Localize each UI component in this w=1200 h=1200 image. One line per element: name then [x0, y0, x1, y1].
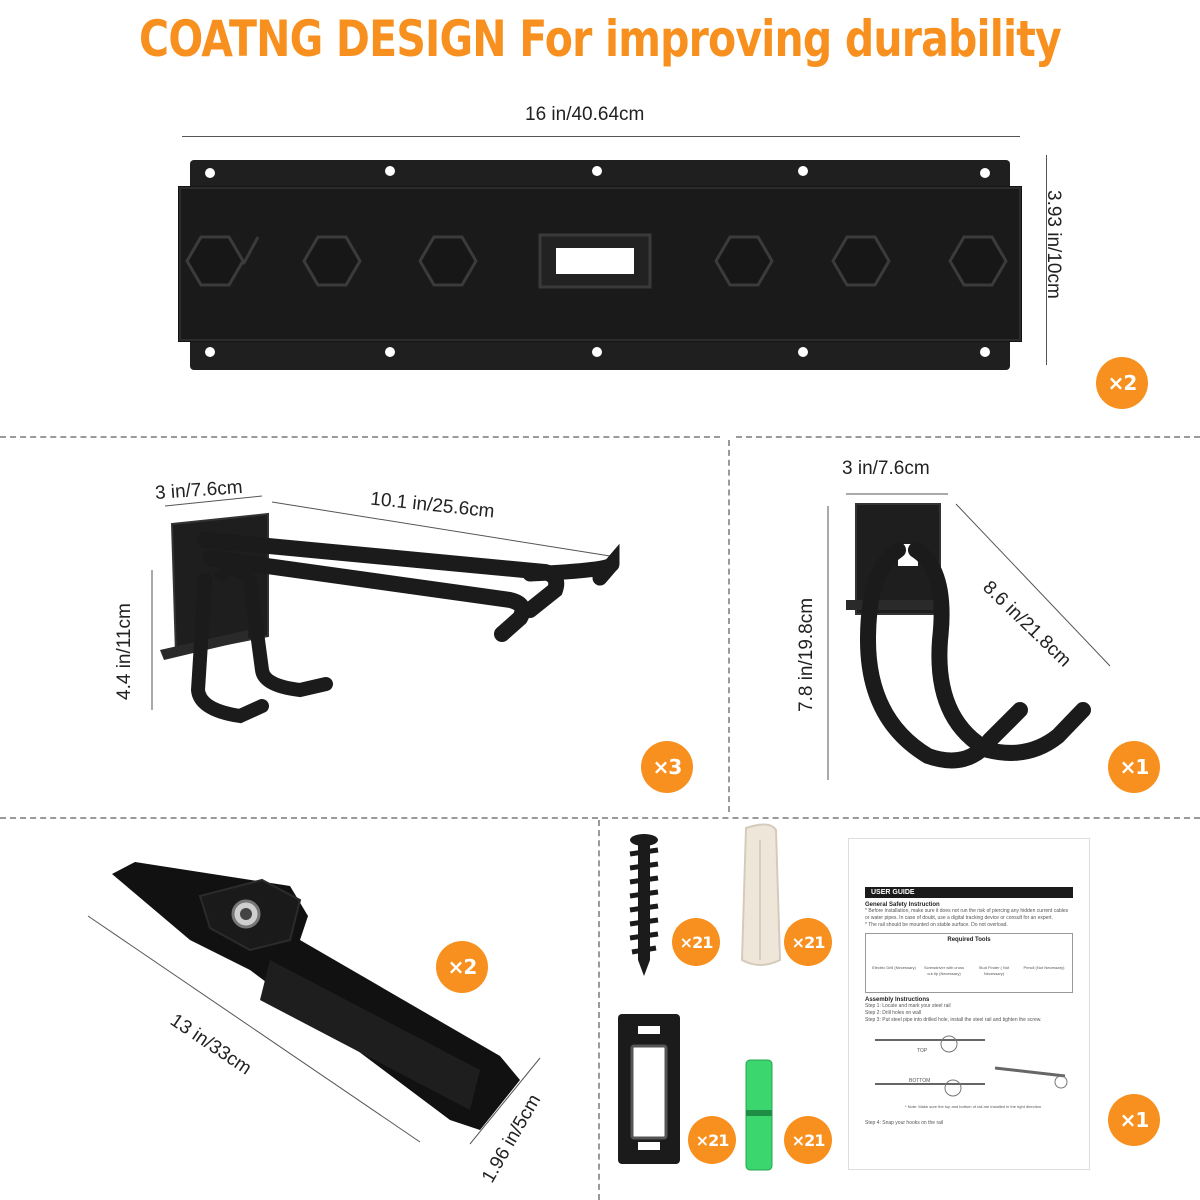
strap-qty-badge: ×2 — [436, 941, 488, 993]
bike-hook-image — [827, 493, 1111, 780]
tool-4: Pencil (Not Necessary) — [1023, 965, 1065, 970]
page-title: COATNG DESIGN For improving durability — [139, 10, 1062, 68]
assembly-diagram-lines — [875, 1035, 1068, 1097]
double-hook-qty-badge: ×3 — [641, 741, 693, 793]
divider — [728, 440, 730, 812]
bike-hook-width-label: 3 in/7.6cm — [842, 458, 930, 479]
divider — [0, 436, 720, 438]
bottom-label: BOTTOM — [909, 1078, 931, 1084]
tool-3: Stud Finder ( Not Necessary) — [978, 965, 1010, 976]
screw-qty-badge: ×21 — [672, 918, 720, 966]
user-guide-content: USER GUIDE General Safety Instruction * … — [865, 887, 1073, 1127]
bike-hook-qty-badge: ×1 — [1108, 741, 1160, 793]
rail-image — [178, 160, 1022, 370]
step-4: Step 4: Snap your hooks on the rail — [865, 1120, 944, 1126]
tool-1: Electric Drill (Necessary) — [872, 965, 916, 970]
step-3: Step 3: Put steel pipe into drilled hole… — [865, 1017, 1042, 1023]
divider — [736, 436, 1200, 438]
guide-qty-badge: ×1 — [1108, 1094, 1160, 1146]
rail-width-line — [182, 136, 1020, 137]
plate-qty-badge: ×21 — [688, 1116, 736, 1164]
double-hook-image — [151, 495, 620, 724]
tools-title: Required Tools — [947, 937, 991, 943]
assembly-diagram: TOP BOTTOM * Note: Make sure the top and… — [865, 1028, 1073, 1120]
anchor-qty-badge: ×21 — [784, 918, 832, 966]
level-qty-badge: ×21 — [784, 1116, 832, 1164]
rail-height-line — [1046, 155, 1047, 365]
hardware-image — [618, 823, 782, 1171]
safety-title: General Safety Instruction — [865, 902, 940, 908]
safety-line-2: * The rail should be mounted on stable s… — [865, 922, 1008, 928]
divider — [598, 820, 600, 1200]
rail-qty-badge: ×2 — [1096, 357, 1148, 409]
install-note: * Note: Make sure the top and bottom of … — [905, 1104, 1042, 1109]
step-2: Step 2: Drill holes on wall — [865, 1010, 922, 1016]
safety-line-1: * Before Installation, make sure it does… — [865, 908, 1069, 921]
required-tools-box: Required Tools Electric Drill (Necessary… — [865, 933, 1073, 993]
top-label: TOP — [917, 1048, 928, 1054]
assembly-title: Assembly Instructions — [865, 997, 930, 1003]
divider — [0, 817, 1200, 819]
step-1: Step 1: Locate and mark your steel rail — [865, 1003, 951, 1009]
rail-width-label: 16 in/40.64cm — [525, 104, 645, 125]
strap-image — [87, 862, 541, 1145]
tool-2: Screwdriver with cross cut tip (Necessar… — [923, 965, 964, 976]
user-guide-card: USER GUIDE General Safety Instruction * … — [848, 838, 1090, 1170]
user-guide-heading: USER GUIDE — [865, 887, 1073, 898]
